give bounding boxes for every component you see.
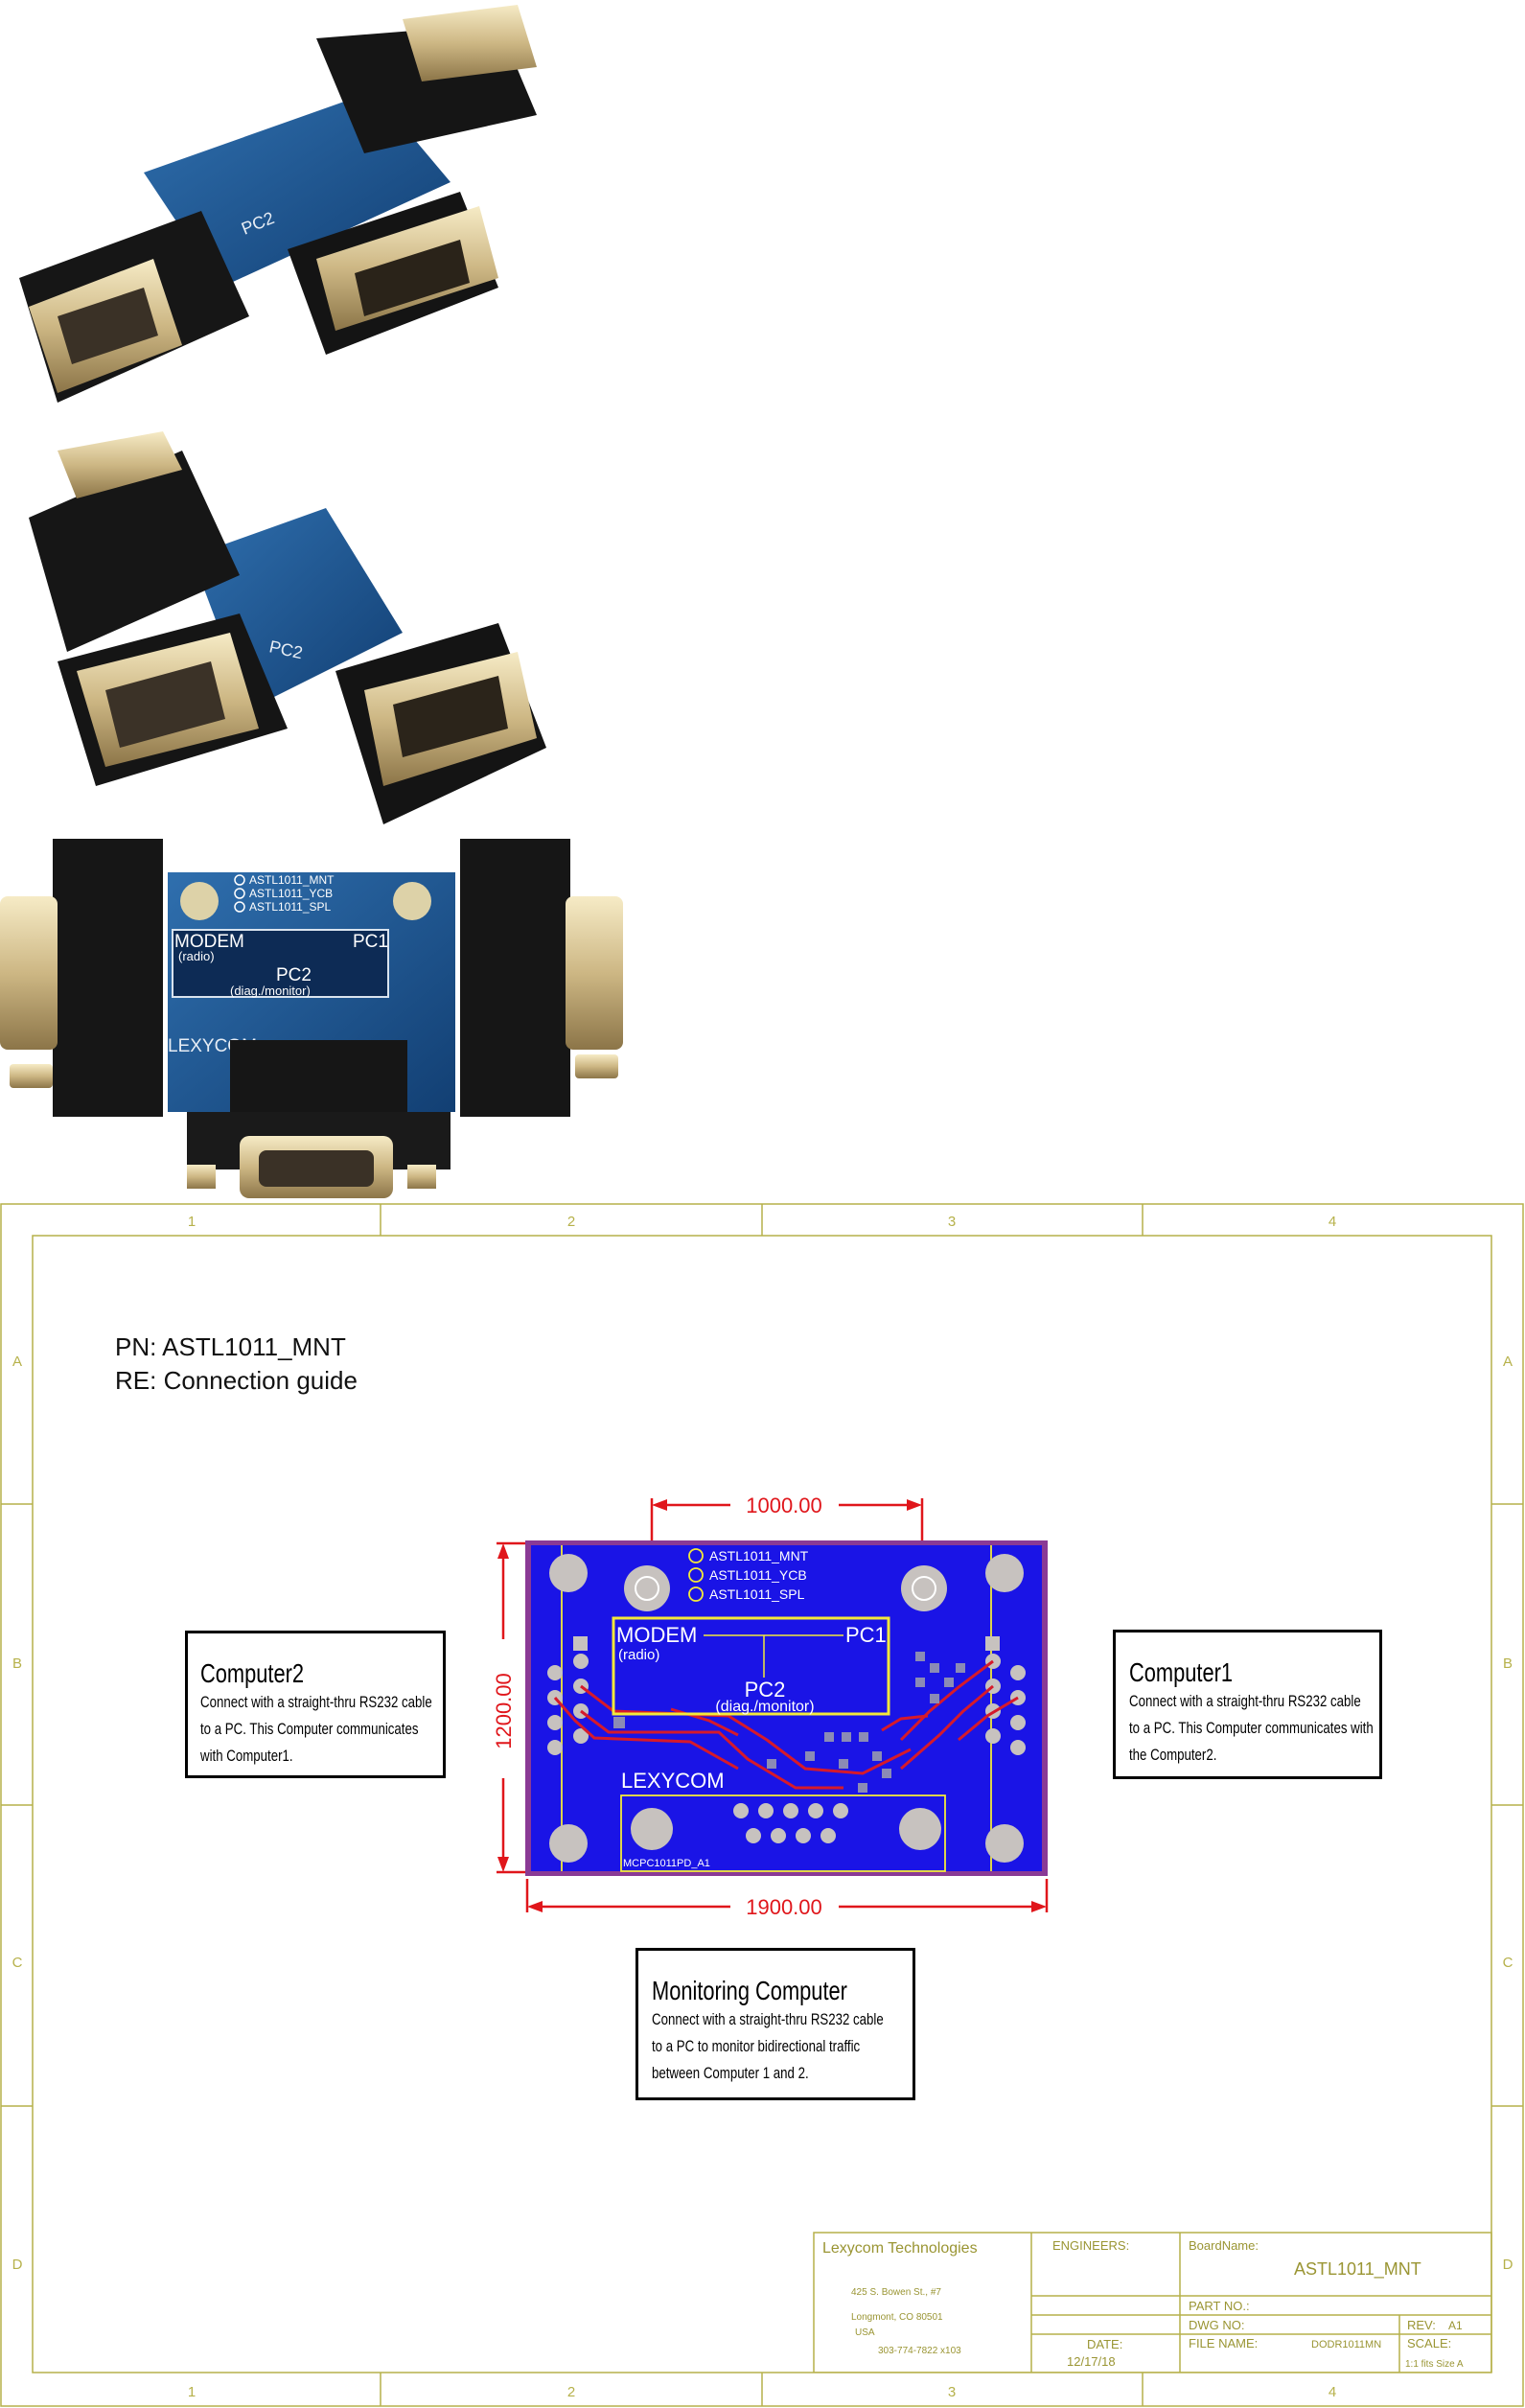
row-label-a-left: A xyxy=(12,1354,22,1370)
col-label-1-bottom: 1 xyxy=(188,2384,196,2400)
photo1-connector-right xyxy=(288,192,498,355)
part-number-line: PN: ASTL1011_MNT xyxy=(115,1332,346,1361)
address-line-1: 425 S. Bowen St., #7 xyxy=(851,2287,941,2298)
photo3-pn-1: ASTL1011_MNT xyxy=(249,873,335,887)
dimension-bottom-value: 1900.00 xyxy=(746,1895,822,1919)
photo-board-angle-1: PC2 xyxy=(19,5,537,403)
photo3-radio-label: (radio) xyxy=(178,949,215,963)
callout-computer2-line-2: to a PC. This Computer communicates xyxy=(200,1720,419,1738)
drawing-header: PN: ASTL1011_MNT RE: Connection guide xyxy=(115,1331,358,1398)
col-label-3-bottom: 3 xyxy=(948,2384,956,2400)
callout-computer1: Computer1 Connect with a straight-thru R… xyxy=(1113,1630,1382,1779)
silkscreen-port-box xyxy=(612,1616,890,1716)
part-no-label: PART NO.: xyxy=(1189,2299,1250,2313)
photo3-connector-bottom xyxy=(187,1040,451,1198)
pcb-diagram: 1000.00 1200.00 1900.00 xyxy=(492,1493,1049,1919)
engineers-label: ENGINEERS: xyxy=(1052,2238,1129,2253)
callout-monitoring-title: Monitoring Computer xyxy=(652,1976,847,2005)
dwg-no-label: DWG NO: xyxy=(1189,2318,1245,2332)
drawing-frame: 1 2 3 4 1 2 3 4 A B C D A B C D xyxy=(0,1203,1524,2407)
row-label-a-right: A xyxy=(1503,1354,1513,1370)
photo3-modem-label: MODEM xyxy=(174,932,244,952)
row-label-b-left: B xyxy=(12,1656,22,1672)
photo3-pc1-label: PC1 xyxy=(353,932,388,952)
col-label-1-top: 1 xyxy=(188,1214,196,1230)
callout-monitoring-line-3: between Computer 1 and 2. xyxy=(652,2064,809,2082)
photo1-connector-back xyxy=(316,5,537,153)
callout-computer2-line-1: Connect with a straight-thru RS232 cable xyxy=(200,1693,432,1711)
callout-computer2-line-3: with Computer1. xyxy=(200,1747,293,1765)
callout-monitoring-line-1: Connect with a straight-thru RS232 cable xyxy=(652,2010,884,2028)
board-name-value: ASTL1011_MNT xyxy=(1294,2259,1421,2280)
address-line-4: 303-774-7822 x103 xyxy=(878,2346,961,2356)
regarding-line: RE: Connection guide xyxy=(115,1366,358,1395)
photo3-connector-left xyxy=(0,839,163,1117)
photo1-connector-left xyxy=(19,211,249,403)
rev-label: REV: xyxy=(1407,2318,1436,2332)
product-photos: PC2 PC2 ASTL1011_MNT ASTL1011_YCB ASTL10… xyxy=(0,5,623,1198)
file-name-label: FILE NAME: xyxy=(1189,2336,1258,2350)
address-line-2: Longmont, CO 80501 xyxy=(851,2312,943,2323)
company-name: Lexycom Technologies xyxy=(822,2240,978,2257)
col-label-2-bottom: 2 xyxy=(567,2384,575,2400)
callout-computer2: Computer2 Connect with a straight-thru R… xyxy=(185,1631,446,1778)
photo2-connector-right xyxy=(335,623,546,824)
pcb-pn-2: ASTL1011_YCB xyxy=(709,1567,807,1583)
pcb-board-code: MCPC1011PD_A1 xyxy=(623,1858,710,1869)
file-name-value: DODR1011MN xyxy=(1311,2339,1381,2350)
pcb-pn-3: ASTL1011_SPL xyxy=(709,1586,805,1602)
mounting-holes xyxy=(549,1554,1024,1863)
photo-board-angle-2: PC2 xyxy=(29,431,546,824)
callout-computer1-line-1: Connect with a straight-thru RS232 cable xyxy=(1129,1692,1361,1710)
photo3-pc2-sub: (diag./monitor) xyxy=(230,984,311,998)
photo3-pn-3: ASTL1011_SPL xyxy=(249,900,331,914)
pcb-modem-label: MODEM xyxy=(616,1623,697,1647)
address-line-3: USA xyxy=(855,2327,875,2338)
row-label-d-right: D xyxy=(1503,2257,1513,2273)
dimension-side-value: 1200.00 xyxy=(492,1673,516,1749)
callout-computer1-line-3: the Computer2. xyxy=(1129,1746,1217,1764)
title-block: Lexycom Technologies 425 S. Bowen St., #… xyxy=(813,2232,1492,2373)
board-name-label: BoardName: xyxy=(1189,2238,1259,2253)
pcb-brand: LEXYCOM xyxy=(621,1769,725,1793)
row-label-c-left: C xyxy=(12,1955,23,1971)
col-label-4-top: 4 xyxy=(1329,1214,1336,1230)
callout-computer2-title: Computer2 xyxy=(200,1658,305,1688)
callout-computer1-line-2: to a PC. This Computer communicates with xyxy=(1129,1719,1374,1737)
row-label-d-left: D xyxy=(12,2257,23,2273)
photo2-connector-back xyxy=(29,431,240,652)
pcb-pn-1: ASTL1011_MNT xyxy=(709,1548,809,1563)
date-label: DATE: xyxy=(1087,2337,1122,2351)
smd-pads xyxy=(613,1652,965,1793)
pcb-radio-label: (radio) xyxy=(618,1647,659,1663)
pcb-pc1-label: PC1 xyxy=(845,1623,887,1647)
callout-monitoring-line-2: to a PC to monitor bidirectional traffic xyxy=(652,2037,861,2055)
photo2-connector-left xyxy=(58,614,288,786)
photo3-pn-2: ASTL1011_YCB xyxy=(249,887,333,900)
photo3-mount-hole-right xyxy=(393,882,431,920)
photo3-pc2-label: PC2 xyxy=(276,965,312,985)
row-label-b-right: B xyxy=(1503,1656,1513,1672)
photo3-connector-right xyxy=(460,839,623,1117)
row-label-c-right: C xyxy=(1503,1955,1513,1971)
scale-value: 1:1 fits Size A xyxy=(1405,2359,1464,2370)
rev-value: A1 xyxy=(1448,2319,1463,2332)
col-label-4-bottom: 4 xyxy=(1329,2384,1336,2400)
col-label-2-top: 2 xyxy=(567,1214,575,1230)
photo-board-top-view: ASTL1011_MNT ASTL1011_YCB ASTL1011_SPL M… xyxy=(0,839,623,1198)
date-value: 12/17/18 xyxy=(1067,2354,1116,2369)
dimension-top-value: 1000.00 xyxy=(746,1493,822,1517)
callout-monitoring-computer: Monitoring Computer Connect with a strai… xyxy=(635,1948,915,2100)
scale-label: SCALE: xyxy=(1407,2336,1451,2350)
photo3-mount-hole-left xyxy=(180,882,219,920)
callout-computer1-title: Computer1 xyxy=(1129,1657,1234,1687)
col-label-3-top: 3 xyxy=(948,1214,956,1230)
pcb-pc2-sub: (diag./monitor) xyxy=(715,1699,814,1715)
pcb-pc2-label: PC2 xyxy=(745,1678,786,1702)
